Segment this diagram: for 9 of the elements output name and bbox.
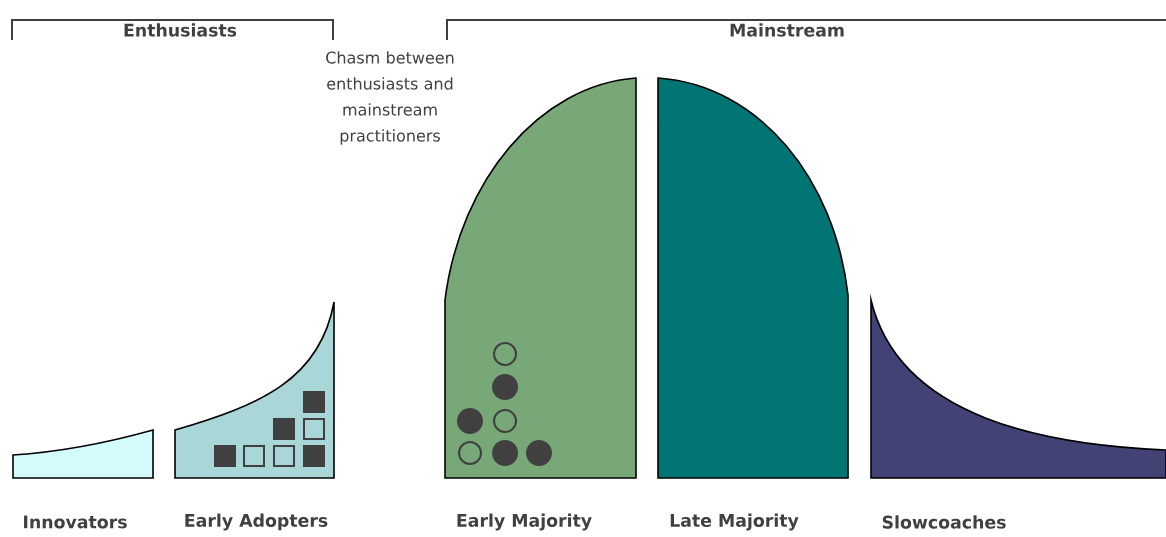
- node-label: Late Majority: [670, 513, 799, 531]
- node-label: Early Majority: [457, 513, 592, 531]
- adoption-segment: Innovators: [12, 429, 154, 529]
- adoption-segment: Late Majority: [657, 77, 849, 531]
- node-label: Innovators: [24, 515, 127, 529]
- bracket-label: Enthusiasts: [124, 23, 237, 37]
- chasm-note: Chasm between enthusiasts and mainstream practitioners: [326, 51, 454, 145]
- bracket-label: Mainstream: [730, 23, 844, 37]
- node-label: Early Adopters: [185, 513, 328, 531]
